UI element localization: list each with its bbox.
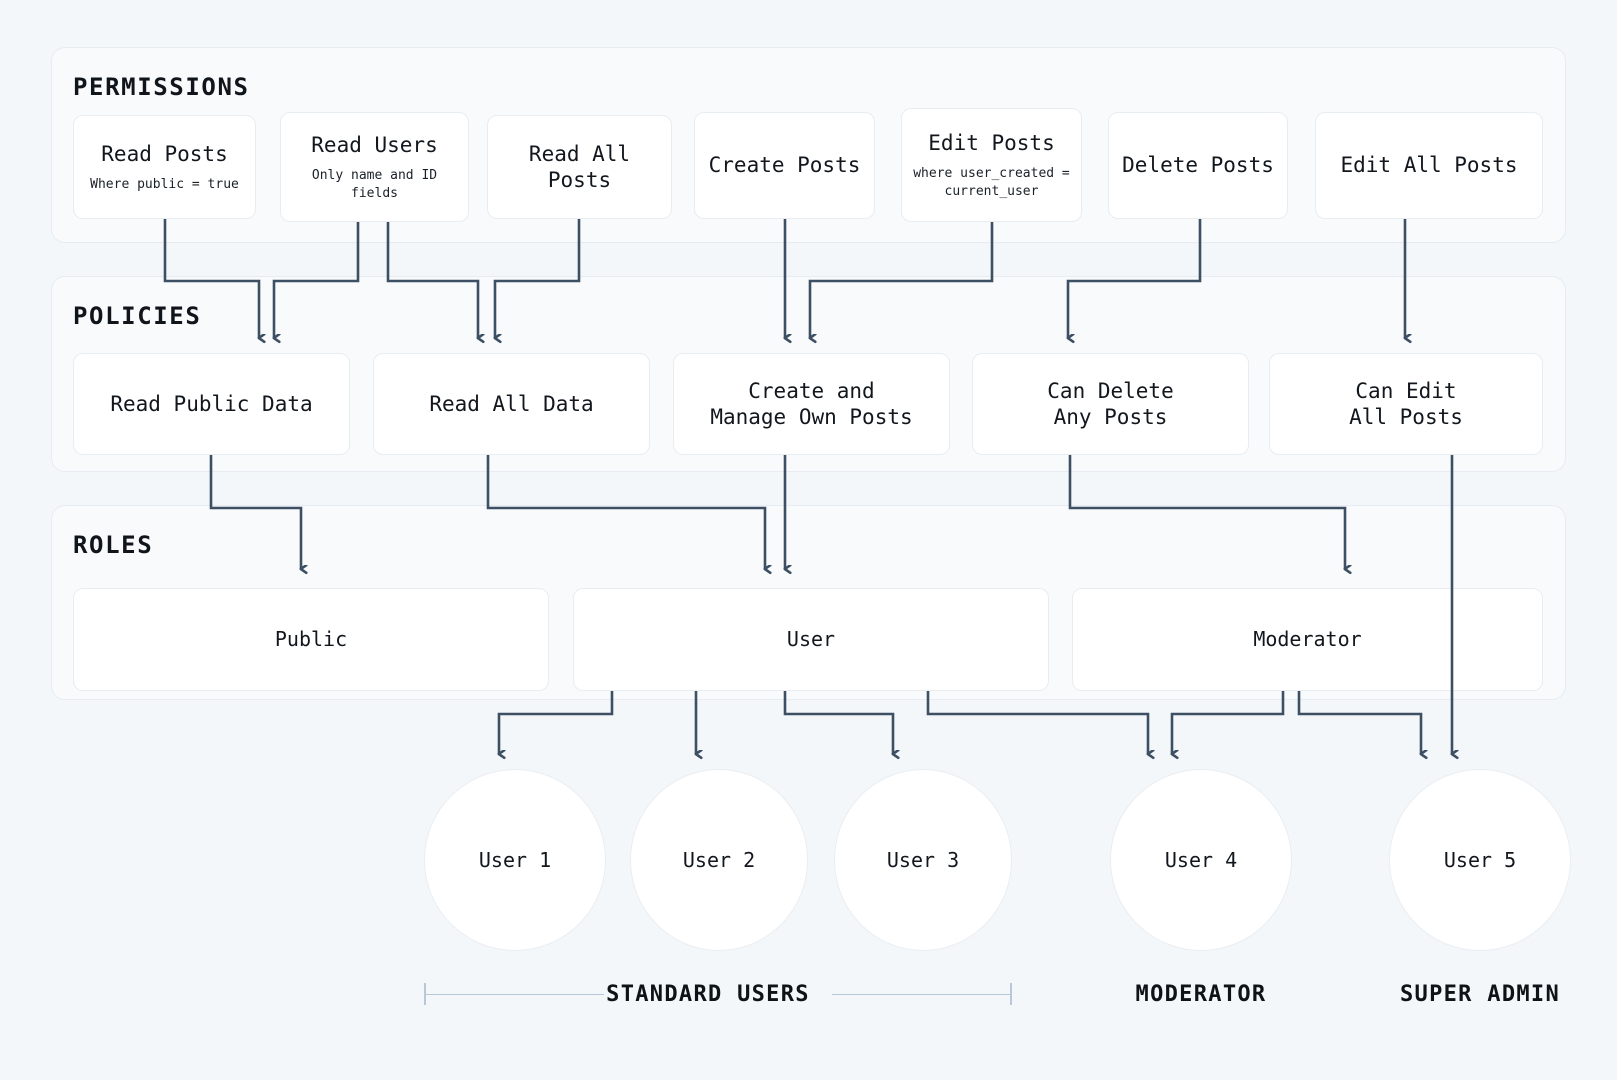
policy-node-read-public-data[interactable]: Read Public Data: [73, 353, 350, 455]
edge-moderator-to-user-5: [1297, 691, 1421, 754]
policy-node-can-edit-all-posts[interactable]: Can Edit All Posts: [1269, 353, 1543, 455]
edge-moderator-to-user-4: [1172, 691, 1285, 754]
policy-node-read-all-data[interactable]: Read All Data: [373, 353, 650, 455]
user-label: User 1: [478, 848, 552, 872]
permission-title: Read Users: [311, 132, 438, 157]
permission-node-edit-all-posts[interactable]: Edit All Posts: [1315, 112, 1543, 219]
role-title: User: [786, 627, 836, 651]
policy-node-create-manage-own-posts[interactable]: Create and Manage Own Posts: [673, 353, 950, 455]
permission-node-read-users[interactable]: Read Users Only name and ID fields: [280, 112, 469, 222]
edge-public-to-user-1: [499, 691, 614, 754]
role-title: Moderator: [1253, 627, 1362, 651]
group-caption-super-admin: SUPER ADMIN: [1400, 982, 1560, 1007]
permission-subtitle: Only name and ID fields: [311, 168, 438, 201]
policy-title: Read All Data: [429, 391, 594, 416]
group-caption-moderator: MODERATOR: [1135, 982, 1267, 1007]
permission-title: Create Posts: [708, 153, 861, 178]
edge-user-to-user-4: [926, 691, 1148, 754]
section-title-policies: POLICIES: [73, 302, 202, 330]
user-circle-5[interactable]: User 5: [1389, 769, 1571, 951]
group-caption-standard-users: STANDARD USERS: [606, 982, 810, 1007]
role-title: Public: [274, 627, 348, 651]
permission-title: Read Posts: [101, 141, 228, 166]
user-label: User 3: [886, 848, 960, 872]
user-label: User 4: [1164, 848, 1238, 872]
policy-title: Can Edit All Posts: [1349, 378, 1463, 429]
role-node-user[interactable]: User: [573, 588, 1049, 691]
policy-title: Can Delete Any Posts: [1047, 378, 1174, 429]
user-label: User 5: [1443, 848, 1517, 872]
permission-node-edit-posts[interactable]: Edit Posts where user_created = current_…: [901, 108, 1082, 222]
user-circle-2[interactable]: User 2: [630, 769, 808, 951]
policy-title: Create and Manage Own Posts: [710, 378, 913, 429]
role-node-public[interactable]: Public: [73, 588, 549, 691]
role-node-moderator[interactable]: Moderator: [1072, 588, 1543, 691]
permission-node-delete-posts[interactable]: Delete Posts: [1108, 112, 1288, 219]
policy-node-can-delete-any-posts[interactable]: Can Delete Any Posts: [972, 353, 1249, 455]
permission-title: Read All Posts: [528, 141, 631, 192]
section-title-roles: ROLES: [73, 531, 154, 559]
edge-user-to-user-3: [783, 691, 893, 754]
permission-title: Delete Posts: [1122, 153, 1274, 178]
permission-subtitle: Where public = true: [90, 176, 239, 192]
user-circle-1[interactable]: User 1: [424, 769, 606, 951]
permission-node-read-posts[interactable]: Read Posts Where public = true: [73, 115, 256, 219]
permission-node-create-posts[interactable]: Create Posts: [694, 112, 875, 219]
user-circle-3[interactable]: User 3: [834, 769, 1012, 951]
bracket-line-left: [424, 994, 604, 995]
policy-title: Read Public Data: [110, 391, 313, 416]
permission-title: Edit All Posts: [1340, 153, 1518, 178]
user-label: User 2: [682, 848, 756, 872]
section-title-permissions: PERMISSIONS: [73, 73, 250, 101]
permission-subtitle: where user_created = current_user: [913, 166, 1070, 199]
bracket-line-right: [832, 994, 1012, 995]
bracket-cap-right: [1010, 983, 1012, 1005]
permission-title: Edit Posts: [928, 130, 1055, 155]
permission-node-read-all-posts[interactable]: Read All Posts: [487, 115, 672, 219]
user-circle-4[interactable]: User 4: [1110, 769, 1292, 951]
